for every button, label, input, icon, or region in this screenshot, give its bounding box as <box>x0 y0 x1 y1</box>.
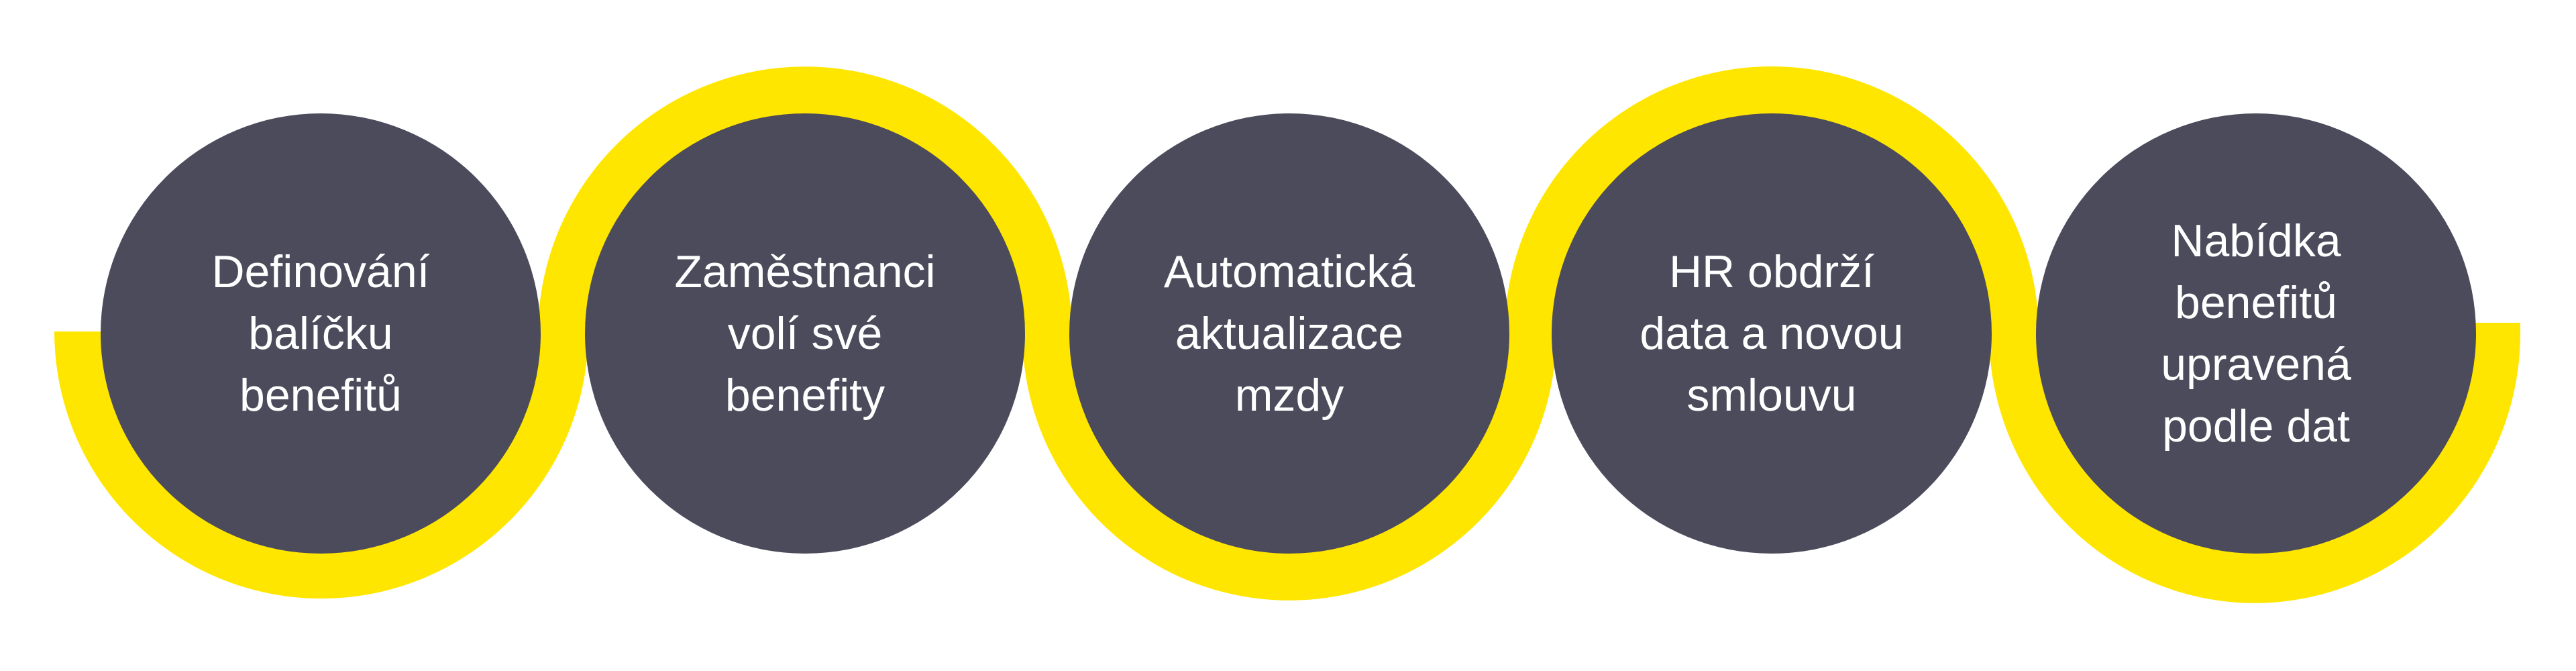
label-line: HR obdrží <box>1668 246 1875 297</box>
label-line: Nabídka <box>2171 215 2341 266</box>
step-circle-4 <box>1552 113 1992 554</box>
label-line: upravená <box>2161 339 2351 390</box>
label-line: benefity <box>724 370 885 421</box>
label-line: aktualizace <box>1175 308 1404 359</box>
step-1: Definování balíčku benefitů <box>101 113 541 554</box>
step-3-label: Automatická aktualizace mzdy <box>1115 241 1464 426</box>
label-line: Zaměstnanci <box>674 246 936 297</box>
label-line: mzdy <box>1234 370 1344 421</box>
step-4: HR obdrží data a novou smlouvu <box>1552 113 1992 554</box>
label-line: podle dat <box>2162 401 2350 452</box>
label-line: benefitů <box>239 370 402 421</box>
step-circle-3 <box>1069 113 1509 554</box>
label-line: volí své <box>727 308 883 359</box>
label-line: Definování <box>211 246 430 297</box>
label-line: Automatická <box>1163 246 1415 297</box>
step-circle-5 <box>2036 113 2476 554</box>
step-4-label: HR obdrží data a novou smlouvu <box>1597 241 1946 426</box>
label-line: balíčku <box>248 308 393 359</box>
step-2-label: Zaměstnanci volí své benefity <box>631 241 979 426</box>
step-1-label: Definování balíčku benefitů <box>146 241 495 426</box>
step-5-label: Nabídka benefitů upravená podle dat <box>2082 210 2430 457</box>
step-2: Zaměstnanci volí své benefity <box>585 113 1025 554</box>
label-line: benefitů <box>2175 277 2337 328</box>
step-circle-2 <box>585 113 1025 554</box>
step-5: Nabídka benefitů upravená podle dat <box>2036 113 2476 554</box>
step-circle-1 <box>101 113 541 554</box>
label-line: smlouvu <box>1686 370 1857 421</box>
label-line: data a novou <box>1640 308 1904 359</box>
step-3: Automatická aktualizace mzdy <box>1069 113 1509 554</box>
